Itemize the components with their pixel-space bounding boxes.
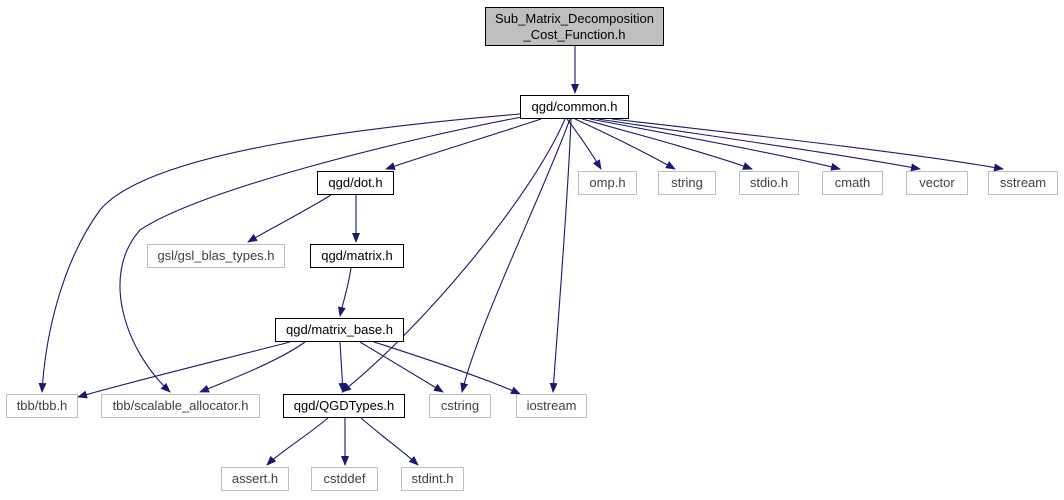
node-omp-h: omp.h (578, 171, 637, 195)
edge-common-to-qgdtypes (341, 118, 566, 393)
edge-matrix-to-mbase (337, 267, 352, 317)
node-cstddef: cstddef (311, 467, 378, 491)
node-tbb-h: tbb/tbb.h (6, 394, 78, 418)
edge-common-to-sstream (611, 118, 1004, 172)
node-qgd-dot-h[interactable]: qgd/dot.h (317, 171, 394, 195)
edge-common-to-iostream (549, 118, 572, 393)
edge-qgdtypes-to-assert (266, 417, 329, 466)
edge-common-to-tbb (38, 113, 521, 393)
edge-common-to-scal (119, 116, 523, 393)
edge-common-to-stdio (581, 118, 753, 170)
node-qgd-qgdtypes-h[interactable]: qgd/QGDTypes.h (283, 394, 405, 418)
node-assert-h: assert.h (221, 467, 289, 491)
edge-mbase-to-qgdtypes (338, 341, 347, 393)
node-vector: vector (906, 171, 968, 195)
node-cmath: cmath (822, 171, 883, 195)
node-qgd-matrix-h[interactable]: qgd/matrix.h (310, 244, 404, 268)
node-gsl-blas-types-h: gsl/gsl_blas_types.h (147, 244, 285, 268)
edge-dot-to-gsl (247, 194, 332, 243)
edge-mbase-to-cstring (359, 341, 444, 393)
edge-common-to-vector (597, 118, 921, 172)
edge-common-to-dot (385, 118, 542, 170)
node-iostream: iostream (516, 394, 587, 418)
node-sub-matrix-decomposition-cost-function-h[interactable]: Sub_Matrix_Decomposition _Cost_Function.… (485, 7, 664, 46)
edge-mbase-to-scal (199, 341, 306, 393)
node-qgd-matrix-base-h[interactable]: qgd/matrix_base.h (275, 318, 404, 342)
node-stdio-h: stdio.h (739, 171, 799, 195)
edge-mbase-to-iostream (373, 341, 521, 395)
node-sstream: sstream (988, 171, 1058, 195)
node-string: string (658, 171, 716, 195)
edge-common-to-cmath (589, 118, 841, 171)
edge-common-to-omp (566, 118, 602, 170)
edge-common-to-string (574, 118, 676, 170)
edge-mbase-to-tbb (77, 341, 291, 399)
node-tbb-scalable-allocator-h: tbb/scalable_allocator.h (101, 394, 260, 418)
edge-common-to-cstring (460, 118, 571, 393)
node-qgd-common-h[interactable]: qgd/common.h (520, 95, 629, 119)
edge-qgdtypes-to-stdint (360, 417, 419, 466)
node-cstring: cstring (429, 394, 491, 418)
node-stdint-h: stdint.h (401, 467, 464, 491)
